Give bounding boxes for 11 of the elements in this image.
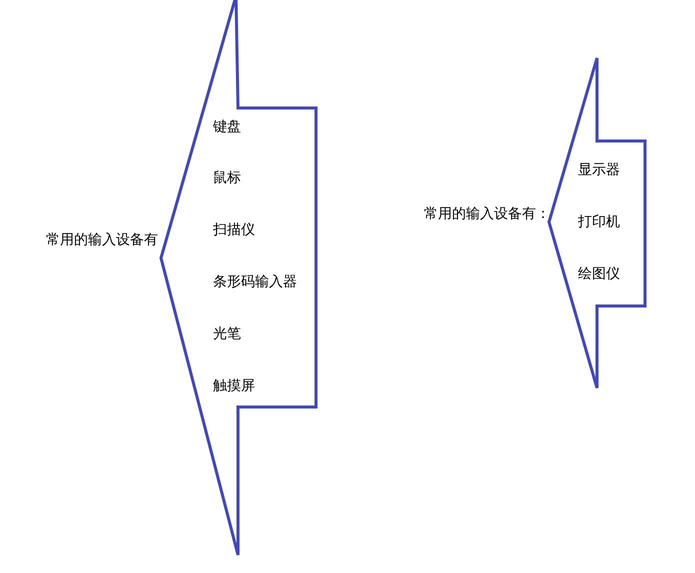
list-item: 键盘 xyxy=(213,118,241,136)
list-item: 打印机 xyxy=(578,213,620,231)
list-item: 触摸屏 xyxy=(213,377,255,395)
list-item: 扫描仪 xyxy=(213,221,255,239)
list-item: 鼠标 xyxy=(213,169,241,187)
heading-text: 常用的输入设备有： xyxy=(424,205,550,223)
heading-text: 常用的输入设备有 xyxy=(46,231,158,249)
list-item: 显示器 xyxy=(578,161,620,179)
list-item: 光笔 xyxy=(213,325,241,343)
list-item: 绘图仪 xyxy=(578,265,620,283)
list-item: 条形码输入器 xyxy=(213,273,297,291)
